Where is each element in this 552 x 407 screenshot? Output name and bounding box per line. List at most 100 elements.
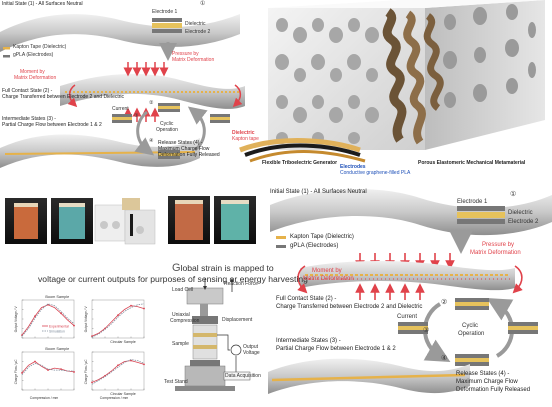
data-point <box>60 312 62 315</box>
lg-state-1-marker: ① <box>510 191 517 198</box>
y-axis-label: Output Voltage / V <box>14 306 18 333</box>
lg-state-3-marker: ③ <box>423 327 430 334</box>
daq-label: Data Acquisition <box>225 373 261 379</box>
lg-legend-kapton: Kapton Tape (Dielectric) <box>290 234 354 240</box>
beam-state-2 <box>60 73 245 109</box>
lg-legend-gpla: gPLA (Electrodes) <box>290 243 339 249</box>
stack-icons-small <box>112 103 230 159</box>
electrode-1-label: Electrode 1 <box>152 9 178 15</box>
plot-title: Boom Sample <box>45 347 69 351</box>
state-2-marker: ② <box>149 100 154 106</box>
data-point <box>60 368 62 370</box>
series-line-1 <box>91 305 145 337</box>
mm-electrodes-label: Electrodes <box>340 164 366 170</box>
y-axis-label: Output Voltage / V <box>84 306 88 333</box>
plot-note: Circular Sample <box>110 392 136 396</box>
lg-intermediate-label-2: Partial Charge Flow between Electrode 1 … <box>276 346 396 352</box>
uniaxial-label: Uniaxial <box>172 312 190 318</box>
beam-state-1 <box>0 14 240 52</box>
displacement-label: Displacement <box>222 317 253 323</box>
layer-stack-small <box>152 18 182 33</box>
data-point <box>117 364 119 367</box>
lg-release-label-3: Deformation Fully Released <box>456 387 531 393</box>
data-point <box>73 324 75 327</box>
stack-icons-large <box>398 298 538 366</box>
x-axis-label: Compression / mm <box>30 396 59 400</box>
lg-state-2-marker: ② <box>441 299 448 306</box>
lg-intermediate-label: Intermediate States (3) - <box>276 338 341 344</box>
state-3-marker: ③ <box>134 113 139 119</box>
current-label: Current <box>112 106 129 112</box>
test-stand-label: Test Stand <box>164 379 188 385</box>
series-line-1 <box>21 304 75 336</box>
data-point <box>34 360 36 363</box>
x-axis-label: Compression / mm <box>100 396 129 400</box>
metamaterial-render <box>239 0 545 163</box>
voltage-label: Voltage <box>243 350 260 356</box>
output-label: Output <box>243 344 259 350</box>
y-axis-label: Charge Flow / μC <box>84 359 88 385</box>
strain-first-letter: G <box>172 262 181 274</box>
lg-full-contact-label-2: Charge Transferred between Electrode 2 a… <box>276 304 423 310</box>
plot-note: Circular Sample <box>110 340 136 344</box>
data-point <box>117 314 119 317</box>
lg-initial-state-label: Initial State (1) - All Surfaces Neutral <box>270 189 367 195</box>
series-line-2 <box>91 359 145 385</box>
sample-photos <box>5 196 256 245</box>
intermediate-label-2: Partial Charge Flow between Electrode 1 … <box>2 122 102 128</box>
dielectric-label: Dielectric <box>185 21 206 27</box>
release-label: Release States (4) - <box>158 140 203 146</box>
lg-pressure-label: Pressure by <box>482 242 515 248</box>
strain-line-1: lobal strain is mapped to <box>180 263 274 273</box>
mm-generator-label: Flexible Triboelectric Generator <box>262 160 338 166</box>
cycle-diagram-small <box>0 14 245 168</box>
lg-electrode-1-label: Electrode 1 <box>457 199 488 205</box>
lg-operation-label: Operation <box>458 331 485 337</box>
strain-message: Global strain is mapped to <box>172 262 274 275</box>
load-cell-label: Load Cell <box>172 287 194 293</box>
test-setup <box>175 278 251 391</box>
lg-current-label: Current <box>397 314 418 320</box>
cyclic-loop-large <box>422 298 515 362</box>
series-line-2 <box>21 362 74 376</box>
data-point <box>91 381 93 384</box>
moment-label-2: Matrix Deformation <box>14 75 57 81</box>
lg-moment-label: Moment by <box>312 268 342 274</box>
data-point <box>130 304 132 307</box>
pressure-label-2: Matrix Deformation <box>172 57 215 63</box>
legend-experimental: Experimental <box>49 324 69 328</box>
mm-dielectric-label: Dielectric <box>232 130 255 136</box>
mm-porous-label: Porous Elastomeric Mechanical Metamateri… <box>418 160 526 166</box>
release-label-2: Maximum Charge Flow <box>158 146 210 152</box>
lg-state-4-marker: ④ <box>441 355 448 362</box>
lg-release-label: Release States (4) - <box>456 371 510 377</box>
legend-simulation: Simulation <box>49 329 65 333</box>
lg-pressure-label-2: Matrix Deformation <box>470 250 521 256</box>
data-point <box>21 372 23 374</box>
data-point <box>143 307 145 310</box>
lg-release-label-2: Maximum Charge Flow <box>456 379 518 385</box>
series-line-2 <box>91 303 145 338</box>
lg-cyclic-label: Cyclic <box>462 323 478 329</box>
compression-label: Compression <box>170 318 200 324</box>
data-point <box>34 315 36 318</box>
plot-frame <box>91 351 145 391</box>
plot-title: Boom Sample <box>45 295 69 299</box>
operation-label: Operation <box>156 127 178 133</box>
strain-message-2: voltage or current outputs for purposes … <box>38 274 308 284</box>
y-axis-label: Charge Flow / μC <box>14 359 18 385</box>
state-1-marker: ① <box>200 1 206 7</box>
lg-moment-label-2: Matrix Deformation <box>303 276 354 282</box>
full-contact-label: Full Contact State (2) - <box>2 88 53 94</box>
cycle-diagram-large <box>268 188 552 394</box>
data-point <box>73 371 75 373</box>
cyclic-label: Cyclic <box>160 121 174 127</box>
legend-kapton: Kapton Tape (Dielectric) <box>13 44 67 50</box>
full-contact-label-2: Charge Transferred between Electrode 2 a… <box>2 94 125 100</box>
data-point <box>47 369 49 371</box>
electrode-2-label: Electrode 2 <box>185 29 211 35</box>
initial-state-label: Initial State (1) - All Surfaces Neutral <box>2 1 83 7</box>
lg-full-contact-label: Full Contact State (2) - <box>276 296 337 302</box>
